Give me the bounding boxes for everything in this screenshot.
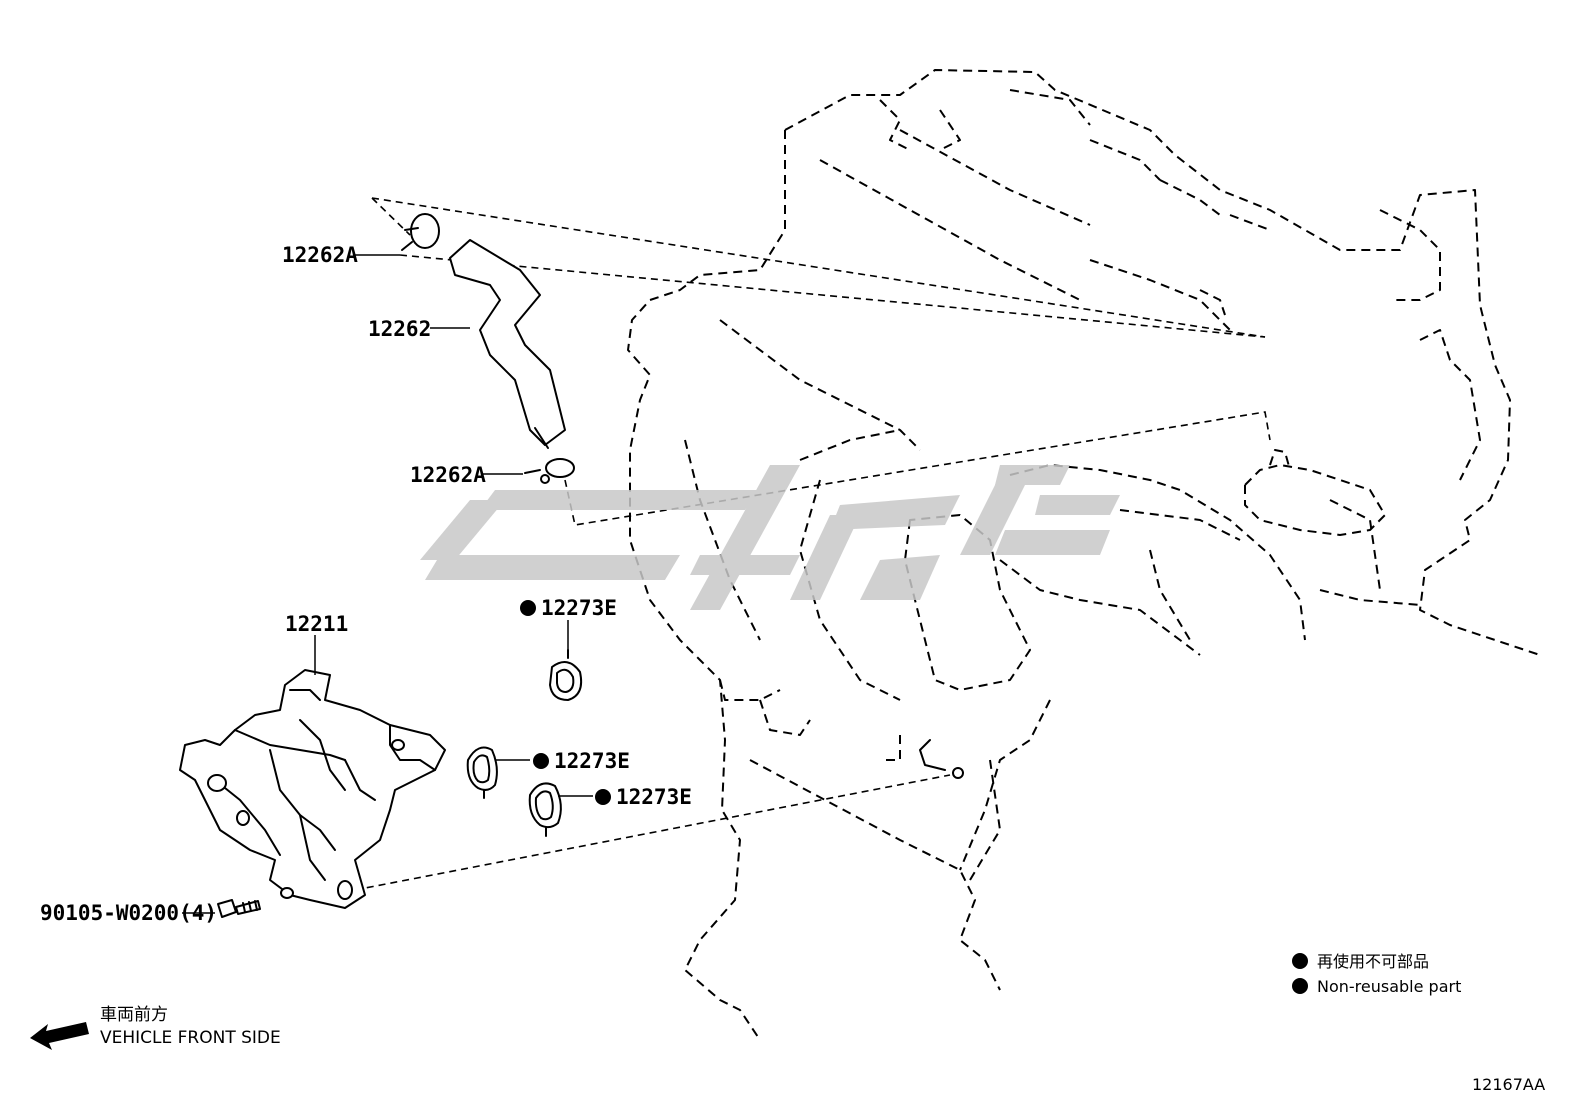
legend-dot bbox=[1292, 953, 1308, 969]
callout-hose-clamp-lower: 12262A bbox=[410, 463, 486, 487]
callout-gasket-upper: 12273E bbox=[541, 596, 617, 620]
water-hose bbox=[449, 239, 566, 449]
gasket-lower bbox=[528, 782, 562, 837]
callout-hose-clamp-upper: 12262A bbox=[282, 243, 358, 267]
legend-english: Non-reusable part bbox=[1317, 977, 1461, 996]
legend-dot bbox=[1292, 978, 1308, 994]
gasket-middle bbox=[466, 746, 498, 799]
engine-outline bbox=[627, 69, 1541, 1041]
callout-gasket-lower: 12273E bbox=[616, 785, 692, 809]
non-reusable-dot bbox=[520, 600, 536, 616]
phantom-leaders bbox=[354, 197, 1271, 891]
legend: 再使用不可部品 Non-reusable part bbox=[1292, 952, 1461, 996]
callout-hose: 12262 bbox=[368, 317, 431, 341]
leader-lines bbox=[182, 254, 593, 914]
front-label-english: VEHICLE FRONT SIDE bbox=[100, 1028, 281, 1048]
front-label-japanese: 車両前方 bbox=[100, 1005, 168, 1025]
front-arrow-icon bbox=[30, 1022, 89, 1050]
non-reusable-dot bbox=[533, 753, 549, 769]
non-reusable-dot bbox=[595, 789, 611, 805]
illustration-code: 12167AA bbox=[1472, 1075, 1545, 1094]
water-outlet-case bbox=[179, 669, 446, 909]
bolt bbox=[217, 899, 261, 918]
hose-clamp-lower bbox=[524, 458, 575, 484]
watermark-logo bbox=[420, 465, 1120, 610]
callout-gasket-middle: 12273E bbox=[554, 749, 630, 773]
legend-japanese: 再使用不可部品 bbox=[1317, 952, 1429, 971]
callout-case: 12211 bbox=[285, 612, 348, 636]
gasket-upper bbox=[549, 649, 583, 701]
callout-bolt: 90105-W0200(4) bbox=[40, 901, 217, 925]
hose-clamp-upper bbox=[401, 213, 440, 251]
vehicle-front-indicator: 車両前方 VEHICLE FRONT SIDE bbox=[30, 1005, 281, 1050]
